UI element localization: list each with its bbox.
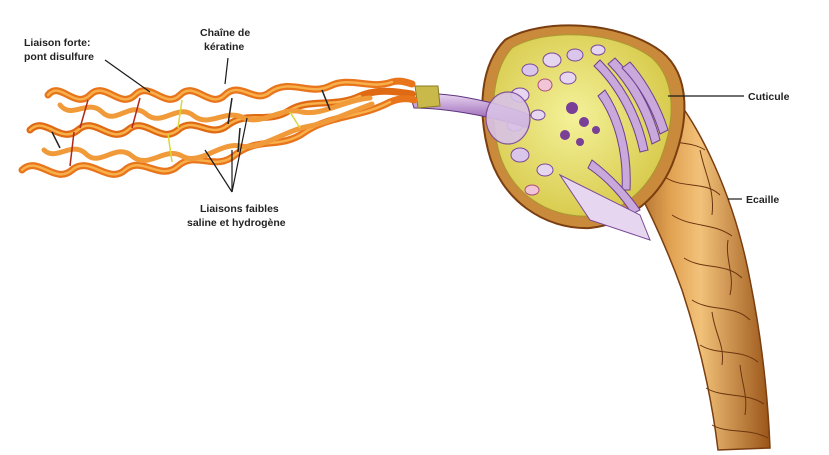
label-keratin-chain-line2: kératine: [204, 41, 244, 53]
fiber-tail: [410, 86, 530, 144]
label-keratin-chain-line1: Chaîne de: [200, 27, 250, 39]
label-weak-bonds-line2: saline et hydrogène: [187, 217, 286, 229]
label-strong-bond-line1: Liaison forte:: [24, 37, 91, 49]
label-weak-bonds-line1: Liaisons faibles: [200, 203, 279, 215]
label-cuticle: Cuticule: [748, 91, 790, 103]
label-scale: Ecaille: [746, 194, 779, 206]
label-strong-bond-line2: pont disulfure: [24, 51, 94, 63]
